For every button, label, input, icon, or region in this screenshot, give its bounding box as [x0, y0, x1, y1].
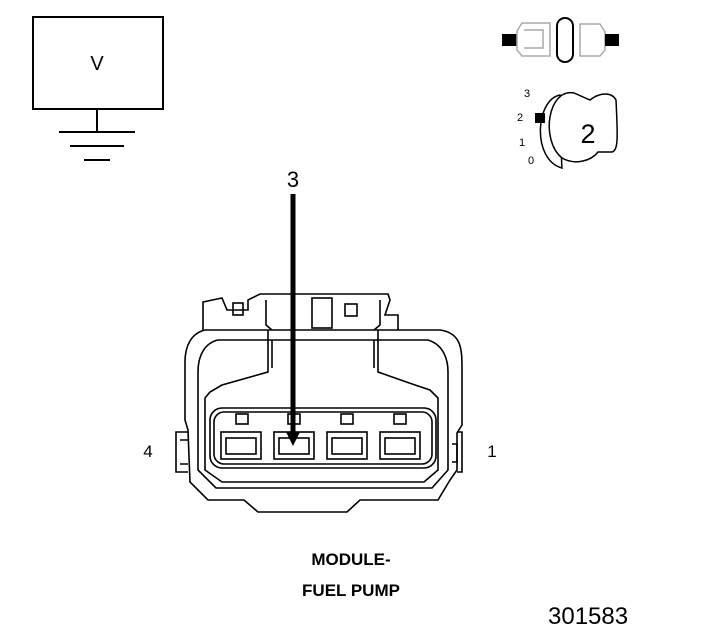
terminal-4 — [220, 431, 262, 460]
fuel-pump-connector — [175, 293, 463, 513]
pin-1-label: 1 — [487, 442, 496, 461]
ground-icon — [59, 131, 135, 161]
figure-number: 301583 — [548, 603, 629, 630]
ignition-selected-position: 2 — [580, 119, 595, 149]
pin-4-label: 4 — [143, 442, 152, 461]
ignition-position-2: 2 — [517, 112, 523, 124]
ignition-switch-icon: 3 2 1 0 2 — [517, 88, 618, 170]
disconnected-connector-icon — [502, 17, 619, 63]
connector-caption-line1: MODULE- — [311, 550, 391, 569]
terminal-2 — [326, 431, 368, 460]
probe-pin-label: 3 — [287, 167, 299, 192]
ignition-position-0: 0 — [528, 155, 534, 167]
ignition-position-3: 3 — [524, 88, 530, 100]
connector-caption-line2: FUEL PUMP — [302, 581, 400, 600]
terminal-3 — [273, 431, 315, 460]
probe-arrow: 3 — [286, 167, 300, 446]
voltmeter: V — [32, 16, 164, 161]
terminal-1 — [379, 431, 421, 460]
ignition-position-1: 1 — [519, 137, 525, 149]
voltmeter-symbol: V — [90, 53, 104, 75]
